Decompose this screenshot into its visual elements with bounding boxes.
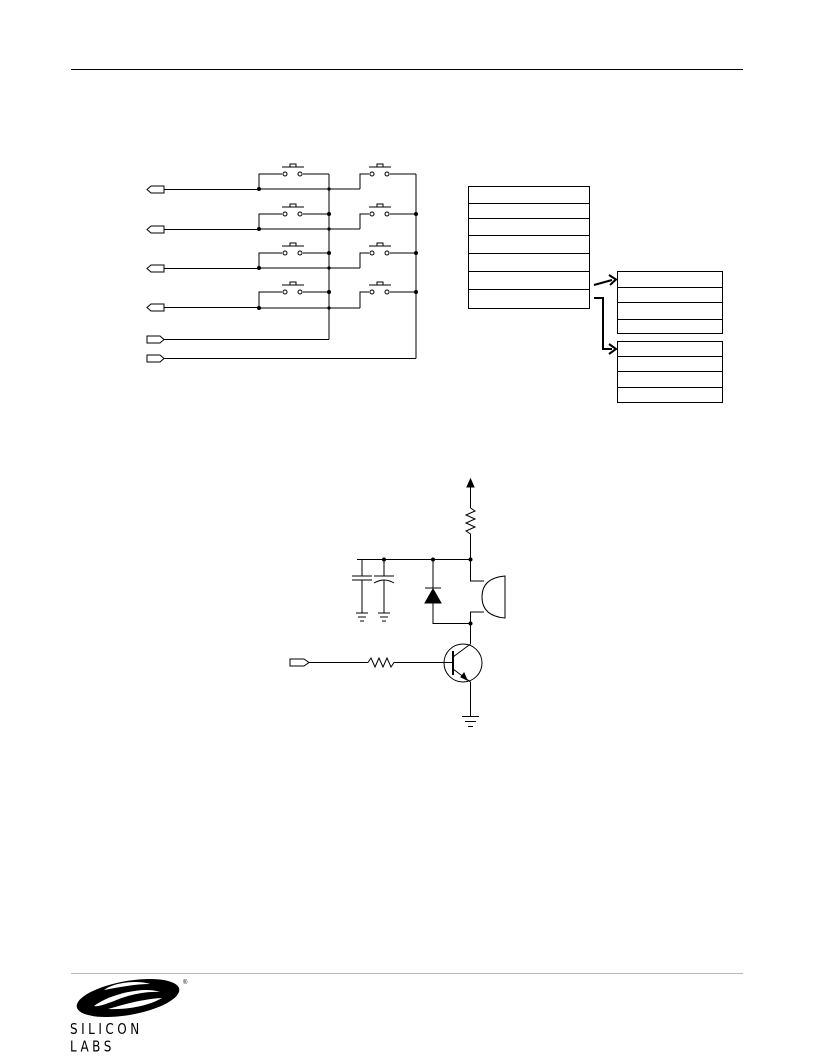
register-table xyxy=(468,186,590,309)
buzzer xyxy=(470,559,506,640)
lookup-table-a xyxy=(617,271,723,334)
input-port-3 xyxy=(146,264,165,273)
header-rule xyxy=(71,69,743,70)
buzzer-driver-circuit xyxy=(289,477,506,727)
input-port-4 xyxy=(146,303,165,312)
pointer-arrow-a xyxy=(593,274,618,286)
logo-wordmark: SILICON LABS xyxy=(70,1020,143,1055)
pull-up-resistor xyxy=(464,507,477,560)
input-port-2 xyxy=(146,225,165,234)
control-input-port xyxy=(289,658,368,667)
junction-dots xyxy=(257,187,418,310)
switch-r2-c2 xyxy=(359,203,416,229)
footer-rule xyxy=(71,973,743,974)
capacitor-2 xyxy=(373,559,395,622)
switch-r3-c2 xyxy=(359,242,416,268)
switch-r1-c2 xyxy=(359,163,416,189)
supply-arrow-icon xyxy=(466,477,475,508)
registered-trademark-mark: ® xyxy=(183,980,188,986)
silicon-labs-logo xyxy=(76,978,180,1018)
lookup-table-b xyxy=(617,341,723,403)
input-port-1 xyxy=(146,185,165,194)
switch-r1-c1 xyxy=(258,163,329,189)
pointer-arrow-b xyxy=(594,297,618,355)
buzzer-junction-dots xyxy=(382,557,473,626)
npn-transistor xyxy=(443,640,483,716)
diode xyxy=(424,559,471,624)
switch-r2-c1 xyxy=(258,203,329,229)
output-port-1 xyxy=(146,335,165,344)
capacitor-1 xyxy=(352,559,372,622)
switch-r4-c1 xyxy=(258,281,329,308)
keypad-matrix xyxy=(146,163,418,363)
switch-r3-c1 xyxy=(258,242,329,268)
output-port-2 xyxy=(146,354,165,363)
ground-symbol xyxy=(462,716,479,727)
switch-r4-c2 xyxy=(359,281,416,308)
base-resistor xyxy=(367,656,452,669)
